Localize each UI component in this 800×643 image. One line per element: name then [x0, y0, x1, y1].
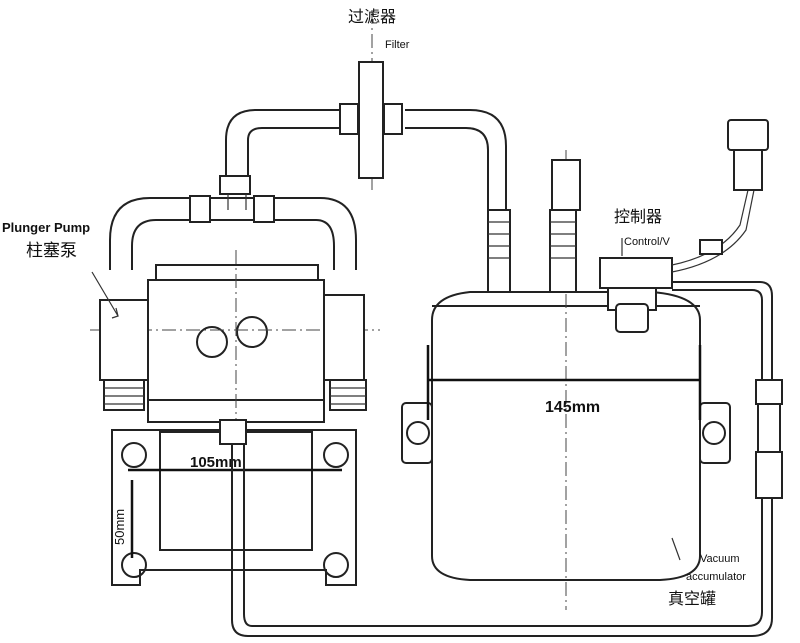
- filter-label-en: Filter: [385, 39, 410, 51]
- tank-bracket-hole-right: [702, 421, 726, 445]
- lower-check-valve: [757, 403, 781, 453]
- pump-left-fitting: [103, 379, 145, 411]
- pump-dimensions: 105mm 50mm: [112, 454, 342, 558]
- tee-coupling: [219, 175, 251, 195]
- pump-motor-base: [159, 431, 313, 551]
- tank-label-en-2: accumulator: [686, 571, 746, 583]
- filter-label-cn: 过滤器: [348, 7, 396, 26]
- bracket-hole-br: [323, 552, 349, 578]
- controller-label-en: Control/V: [624, 236, 671, 248]
- plunger-pump: Plunger Pump 柱塞泵: [2, 220, 380, 445]
- wire-connector-boot: [733, 149, 763, 191]
- upper-hose: [219, 103, 507, 210]
- tank-bracket-right: [699, 402, 731, 464]
- lower-coupling-lower: [755, 451, 783, 499]
- tank-width-label: 145mm: [545, 399, 600, 416]
- pump-port-right: [236, 316, 268, 348]
- cross-coupling-right: [253, 195, 275, 223]
- tank-pointer: [671, 537, 681, 561]
- tank-inlet-right: [549, 209, 577, 293]
- filter: 过滤器 Filter: [348, 7, 410, 190]
- controller-label-cn: 控制器: [614, 207, 662, 226]
- control-valve: 控制器 Control/V: [599, 119, 769, 333]
- tank-label-cn: 真空罐: [668, 589, 716, 608]
- pump-right-valve: [323, 294, 365, 381]
- pump-left-valve: [99, 299, 149, 381]
- bracket-hole-tr: [323, 442, 349, 468]
- pump-width-label: 105mm: [190, 454, 242, 471]
- lower-coupling-upper: [755, 379, 783, 405]
- pump-port-left: [196, 326, 228, 358]
- lower-hose: [231, 281, 783, 637]
- bracket-hole-bl: [121, 552, 147, 578]
- control-valve-nut: [615, 303, 649, 333]
- pump-height-label: 50mm: [112, 509, 127, 545]
- tank-inlet-right-pipe: [551, 159, 581, 211]
- bracket-hole-tl: [121, 442, 147, 468]
- tank-inlet-left: [487, 209, 511, 293]
- wire-clip: [699, 239, 723, 255]
- wire-connector: [727, 119, 769, 151]
- vacuum-tank: 145mm Vacuum accumulator 真空罐: [401, 150, 746, 610]
- filter-coupling-right: [383, 103, 403, 135]
- tank-bracket-left: [401, 402, 433, 464]
- cross-coupling-left: [189, 195, 211, 223]
- filter-coupling-left: [339, 103, 359, 135]
- tank-label-en-1: Vacuum: [700, 553, 740, 565]
- control-valve-body: [599, 257, 673, 289]
- filter-body: [358, 61, 384, 179]
- pump-label-cn: 柱塞泵: [26, 241, 77, 261]
- pump-label-en: Plunger Pump: [2, 220, 90, 235]
- tank-bracket-hole-left: [406, 421, 430, 445]
- pump-right-fitting: [329, 379, 367, 411]
- pump-cross-hose: [109, 194, 357, 270]
- pump-outlet: [219, 419, 247, 445]
